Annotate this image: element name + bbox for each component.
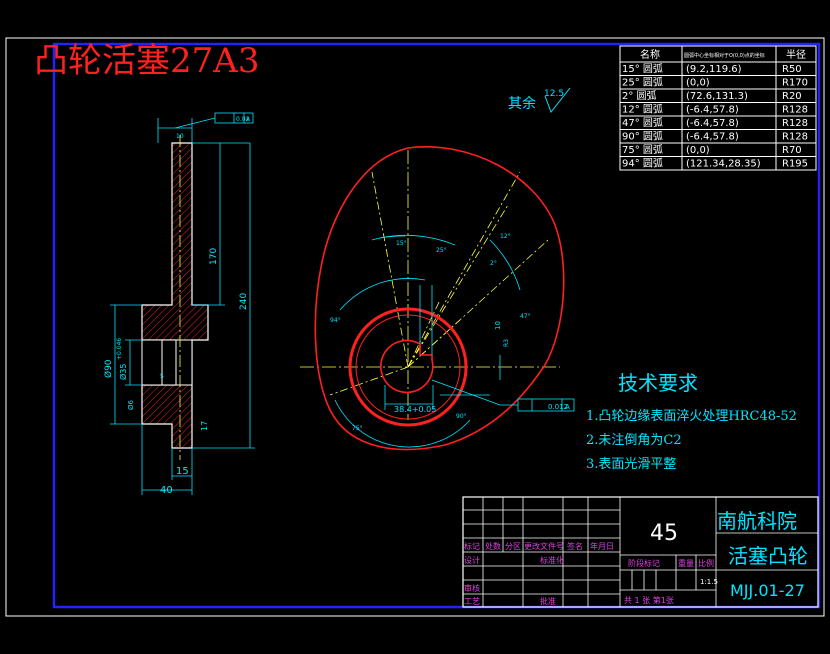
table-cell: R128 bbox=[782, 105, 808, 116]
table-cell: R170 bbox=[782, 78, 808, 89]
keyway-r: R3 bbox=[503, 339, 510, 347]
roughness-label: 其余 bbox=[508, 95, 536, 112]
dim-15: 15 bbox=[176, 466, 189, 477]
dim-5: 5 bbox=[160, 373, 164, 380]
table-header-name: 名称 bbox=[640, 48, 660, 61]
table-cell: R128 bbox=[782, 132, 808, 143]
table-cell: 12° 圆弧 bbox=[622, 103, 663, 116]
lbl-process: 工艺 bbox=[464, 597, 480, 606]
table-cell: (-6.4,57.8) bbox=[686, 132, 739, 143]
table-cell: R20 bbox=[782, 91, 802, 102]
angle-75: 75° bbox=[352, 425, 363, 432]
tech-requirements: 技术要求 1.凸轮边缘表面淬火处理HRC48-52 2.未注倒角为C2 3.表面… bbox=[586, 371, 797, 472]
angle-90: 90° bbox=[456, 413, 467, 420]
table-cell: 90° 圆弧 bbox=[622, 130, 663, 143]
tech-heading: 技术要求 bbox=[618, 371, 698, 395]
angle-2: 2° bbox=[490, 260, 497, 267]
dim-d35: Ø35 bbox=[118, 364, 128, 380]
table-cell: (0,0) bbox=[686, 78, 710, 89]
lbl-weight: 重量 bbox=[678, 558, 694, 568]
sym-tol: 0.012 bbox=[548, 403, 568, 411]
dim-170: 170 bbox=[209, 248, 219, 265]
part-name: 活塞凸轮 bbox=[728, 544, 808, 568]
dim-40: 40 bbox=[160, 485, 173, 496]
table-cell: R128 bbox=[782, 118, 808, 129]
dim-17: 17 bbox=[200, 421, 209, 431]
dim-d90: Ø90 bbox=[103, 359, 114, 378]
lbl-sign: 签名 bbox=[567, 541, 583, 551]
lbl-count: 处数 bbox=[485, 541, 501, 551]
cam-datum: A bbox=[565, 403, 570, 411]
dim-d35-tol: +0.046 bbox=[116, 338, 123, 360]
lbl-stage: 阶段标记 bbox=[628, 558, 660, 568]
roughness-symbol: 其余 12.5 bbox=[508, 87, 571, 114]
cam-view: 15° 25° 12° 2° 47° 94° 75° 90° 38.4+0.05… bbox=[300, 146, 575, 451]
lbl-approve: 批准 bbox=[540, 596, 556, 606]
table-cell: 47° 圆弧 bbox=[622, 116, 663, 129]
angle-12: 12° bbox=[500, 233, 511, 240]
keyway-dim: 10 bbox=[494, 321, 502, 330]
angle-25: 25° bbox=[436, 247, 447, 254]
table-cell: (-6.4,57.8) bbox=[686, 118, 739, 129]
tech-item-1: 1.凸轮边缘表面淬火处理HRC48-52 bbox=[586, 409, 797, 424]
table-cell: 2° 圆弧 bbox=[622, 89, 657, 102]
lbl-standardize: 标准化 bbox=[540, 555, 564, 565]
table-cell: R70 bbox=[782, 145, 802, 156]
dim-datum-a: A bbox=[246, 116, 251, 123]
angle-15: 15° bbox=[396, 240, 407, 247]
tech-item-2: 2.未注倒角为C2 bbox=[586, 433, 682, 448]
cam-table: 名称 圆弧中心坐标相对于O(0,0)点的坐标 半径 15° 圆弧 (9.2,119… bbox=[619, 45, 817, 171]
lbl-design: 设计 bbox=[464, 555, 480, 565]
drawing-no: MJJ.01-27 bbox=[730, 581, 805, 600]
table-cell: R195 bbox=[782, 159, 808, 170]
outer-frame bbox=[5, 37, 825, 617]
lbl-review: 审核 bbox=[464, 583, 480, 593]
lbl-sheets: 共 1 张 第1张 bbox=[624, 595, 674, 605]
table-cell: (9.2,119.6) bbox=[686, 64, 742, 75]
angle-47: 47° bbox=[520, 313, 531, 320]
lbl-zone: 分区 bbox=[505, 542, 521, 551]
inner-frame bbox=[52, 42, 821, 609]
table-header-coord: 圆弧中心坐标相对于O(0,0)点的坐标 bbox=[684, 52, 765, 59]
table-header-radius: 半径 bbox=[786, 48, 806, 61]
table-cell: 94° 圆弧 bbox=[622, 157, 663, 170]
material: 45 bbox=[650, 521, 678, 546]
dim-top-width: 10 bbox=[176, 133, 184, 140]
dim-240: 240 bbox=[239, 293, 249, 310]
table-cell: 75° 圆弧 bbox=[622, 143, 663, 156]
lbl-scale: 比例 bbox=[698, 558, 714, 568]
angle-94: 94° bbox=[330, 317, 341, 324]
lbl-date: 年月日 bbox=[590, 541, 614, 551]
scale: 1:1.5 bbox=[700, 578, 718, 586]
table-cell: (72.6,131.3) bbox=[686, 91, 748, 102]
table-cell: 15° 圆弧 bbox=[622, 62, 663, 75]
table-cell: (0,0) bbox=[686, 145, 710, 156]
lbl-change: 更改文件号 bbox=[524, 541, 564, 551]
dim-d6: Ø6 bbox=[127, 399, 135, 410]
table-cell: (-6.4,57.8) bbox=[686, 105, 739, 116]
dim-flatness: 0.02 bbox=[236, 116, 250, 123]
table-cell: R50 bbox=[782, 64, 802, 75]
section-view: 10 0.02 A 170 240 Ø90 Ø35 +0.046 Ø6 5 15… bbox=[103, 112, 255, 496]
company: 南航科院 bbox=[717, 509, 797, 533]
table-cell: (121.34,28.35) bbox=[686, 159, 761, 170]
roughness-value: 12.5 bbox=[544, 89, 564, 99]
lbl-mark: 标记 bbox=[464, 541, 480, 551]
hole-dim: 38.4+0.05 bbox=[394, 405, 436, 414]
table-cell: 25° 圆弧 bbox=[622, 76, 663, 89]
tech-item-3: 3.表面光滑平整 bbox=[586, 457, 676, 472]
title-block: 45 南航科院 活塞凸轮 MJJ.01-27 1:1.5 标记 处数 分区 更改… bbox=[462, 496, 819, 608]
drawing-title: 凸轮活塞27A3 bbox=[34, 41, 259, 81]
